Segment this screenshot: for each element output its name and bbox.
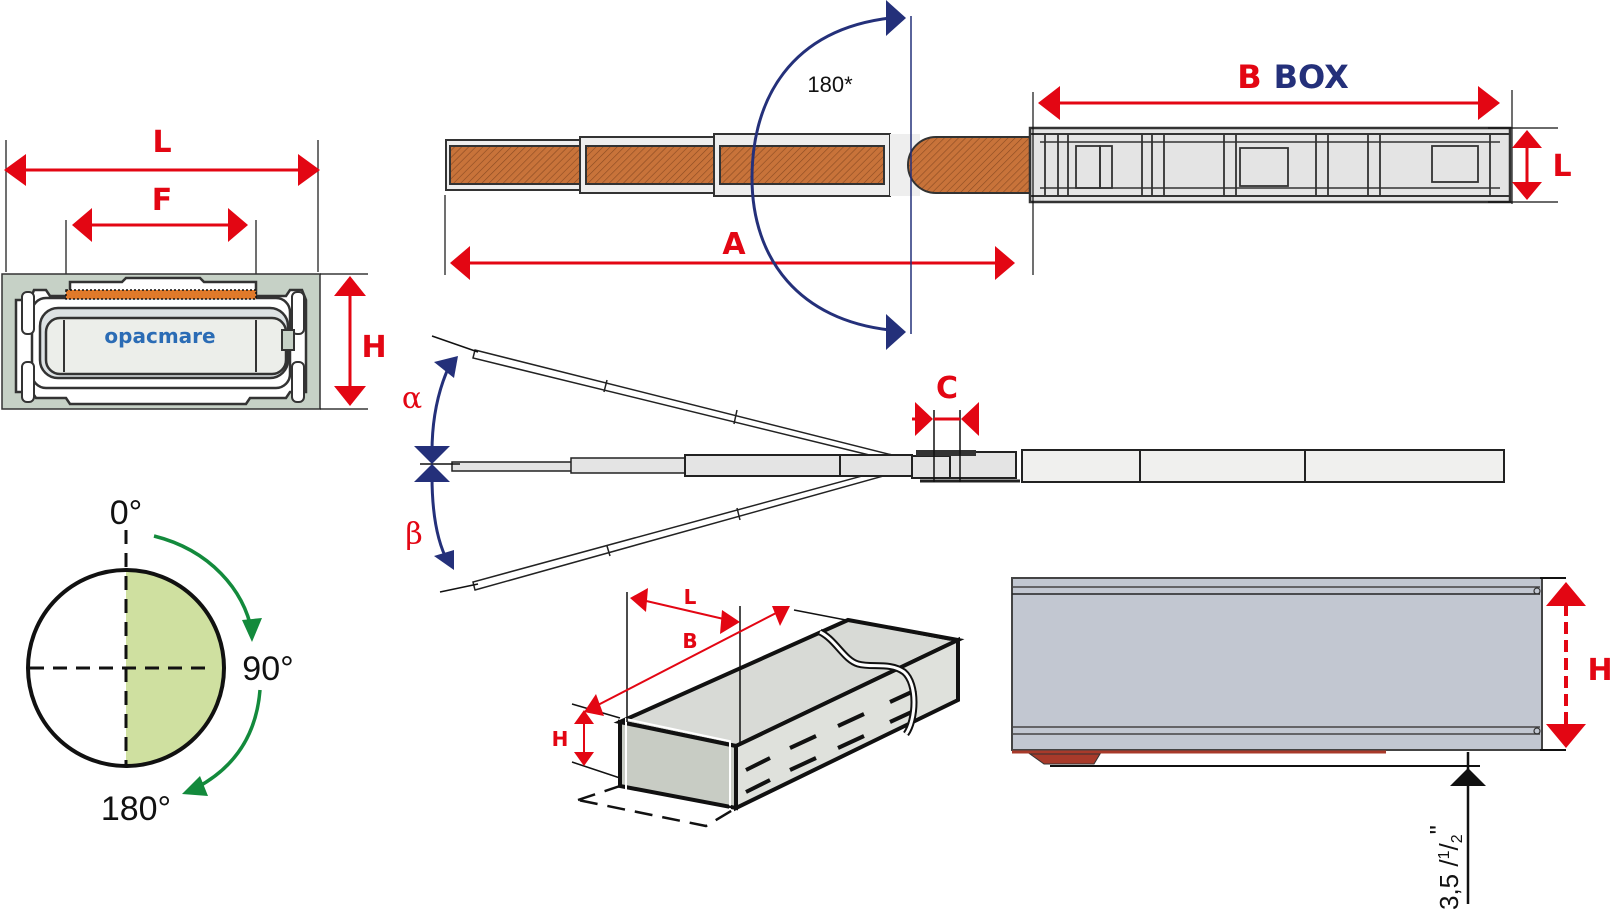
box-height-label: L xyxy=(1552,149,1571,184)
dimension-arrow-length xyxy=(450,246,1015,280)
clearance-unit: " xyxy=(1424,825,1454,834)
angle-label-mid: 90° xyxy=(242,650,293,688)
rotation-dial: 0° 90° 180° xyxy=(26,494,294,828)
box-letter: B xyxy=(1237,58,1261,96)
rotation-arrow-green xyxy=(195,689,262,790)
angle-arc-lower xyxy=(430,475,450,563)
dimension-arrow-box-length xyxy=(1038,86,1500,120)
fraction-slash: / xyxy=(1434,843,1464,851)
top-view: A 180* B BOX L xyxy=(444,0,1572,350)
dimension-arrow-iso-width xyxy=(630,588,740,634)
iso-width-label: L xyxy=(684,585,697,609)
iso-height-label: H xyxy=(552,727,569,751)
offset-label: C xyxy=(936,371,958,406)
height-label: H xyxy=(361,330,386,365)
angle-label-start: 0° xyxy=(110,494,143,532)
arrowhead-icon xyxy=(242,618,262,642)
length-label: A xyxy=(722,227,746,262)
rotation-arc xyxy=(750,16,891,332)
dimension-arrow-width xyxy=(4,154,320,186)
beta-label: β xyxy=(405,517,422,552)
elevation-view: 3,5 /1/2" H xyxy=(1011,577,1612,910)
box-footprint xyxy=(573,784,740,828)
fabric-strip xyxy=(65,289,257,300)
dimension-arrow-iso-height xyxy=(574,710,594,766)
cassette-side xyxy=(1021,449,1505,483)
arrowhead-icon xyxy=(434,356,458,378)
clearance-value: 3,5 / xyxy=(1434,859,1464,910)
cross-section-view: L F opacmare H xyxy=(1,125,387,410)
inner-width-label: F xyxy=(152,183,173,218)
mounting-bracket xyxy=(911,455,951,479)
arrowhead-icon xyxy=(414,446,450,464)
brand-logo: opacmare xyxy=(104,324,215,348)
arrowhead-icon xyxy=(414,464,450,482)
arm-upper xyxy=(472,349,914,465)
alpha-label: α xyxy=(402,381,422,416)
box-housing xyxy=(1028,126,1512,204)
arm-lower xyxy=(472,463,914,591)
dimension-arrow-iso-length xyxy=(584,606,790,716)
wood-panel-rounded xyxy=(907,136,1031,194)
box-front-face xyxy=(618,719,738,811)
rotation-arrow-green xyxy=(153,534,254,633)
wood-panel xyxy=(719,145,885,185)
angle-label-end: 180° xyxy=(101,790,171,828)
rotation-label: 180* xyxy=(807,72,853,97)
arrowhead-icon xyxy=(182,776,208,796)
dimension-arrow-elevation-height xyxy=(1546,582,1586,748)
side-view: C α β xyxy=(402,335,1505,593)
dimension-arrow-box-height xyxy=(1512,130,1542,200)
dimension-arrow-offset xyxy=(912,402,979,436)
arrowhead-icon xyxy=(886,314,906,350)
isometric-box: L B H xyxy=(552,585,965,828)
box-word: BOX xyxy=(1274,58,1349,96)
wood-panel xyxy=(449,145,581,185)
arm-middle xyxy=(684,454,841,477)
iso-length-label: B xyxy=(682,629,697,653)
wood-panel xyxy=(585,145,715,185)
profile-elevation xyxy=(1011,577,1543,751)
clearance-fraction-num: 1 xyxy=(1436,850,1453,859)
arrowhead-icon xyxy=(1450,768,1486,786)
clearance-fraction-den: 2 xyxy=(1449,834,1466,843)
dimension-arrow-height xyxy=(334,276,366,406)
elevation-height-label: H xyxy=(1587,653,1612,688)
arrowhead-icon xyxy=(434,550,454,570)
clearance-label: 3,5 /1/2" xyxy=(1424,825,1466,910)
box-length-label: B BOX xyxy=(1237,58,1349,96)
arrowhead-icon xyxy=(886,0,906,36)
dimension-arrow-inner-width xyxy=(72,208,248,242)
width-label: L xyxy=(152,125,171,160)
